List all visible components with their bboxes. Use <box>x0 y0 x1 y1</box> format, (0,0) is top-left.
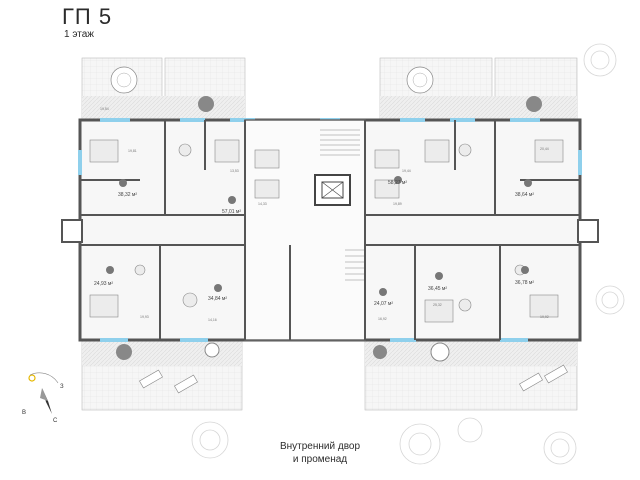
floor-label: 1 этаж <box>64 29 94 40</box>
apartment-area: 58,27 м² <box>388 180 407 186</box>
apartment-labels: 38,32 м² 57,01 м² 58,27 м² 38,64 м² 24,9… <box>94 176 534 307</box>
courtyard-caption: Внутренний двор и променад <box>250 440 390 466</box>
building <box>61 118 599 342</box>
room-area: 14,33 <box>258 202 267 206</box>
room-area: 20,44 <box>540 147 549 151</box>
room-area: 16,92 <box>378 317 387 321</box>
compass-south: С <box>53 418 58 424</box>
sun-icon <box>28 374 36 382</box>
room-area: 19,93 <box>140 315 149 319</box>
tree-icon <box>399 423 441 465</box>
tree-icon <box>191 421 229 459</box>
compass-east: З <box>60 384 64 390</box>
courtyard-line-1: Внутренний двор <box>279 441 361 452</box>
apartment-area: 57,01 м² <box>222 209 241 215</box>
room-area: 19,92 <box>540 315 549 319</box>
room-area: 19,44 <box>402 169 411 173</box>
tree-icon <box>543 431 577 465</box>
tree-icon <box>583 43 617 77</box>
apartment-area: 34,84 м² <box>208 296 227 302</box>
terraces-top <box>81 57 578 121</box>
room-area: 19,54 <box>100 107 109 111</box>
room-area: 14,16 <box>208 318 217 322</box>
compass: З В С <box>22 372 64 424</box>
apartment-area: 24,93 м² <box>94 281 113 287</box>
apartment-area: 36,78 м² <box>515 280 534 286</box>
apartment-area: 38,32 м² <box>118 192 137 198</box>
courtyard-line-2: и променад <box>292 454 348 465</box>
tree-icon <box>595 285 625 315</box>
tree-icon <box>457 417 483 443</box>
compass-west: В <box>22 410 26 416</box>
room-areas: 19,81 13,53 14,33 19,89 19,44 20,44 19,9… <box>100 107 549 322</box>
room-area: 19,89 <box>393 202 402 206</box>
room-area: 19,81 <box>128 149 137 153</box>
apartment-area: 38,64 м² <box>515 192 534 198</box>
room-area: 13,53 <box>230 169 239 173</box>
apartment-area: 24,07 м² <box>374 301 393 307</box>
apartment-area: 36,45 м² <box>428 286 447 292</box>
page-title: ГП 5 <box>62 4 113 29</box>
terraces-bottom <box>81 339 578 411</box>
room-area: 25,32 <box>433 303 442 307</box>
landscape <box>191 43 625 465</box>
